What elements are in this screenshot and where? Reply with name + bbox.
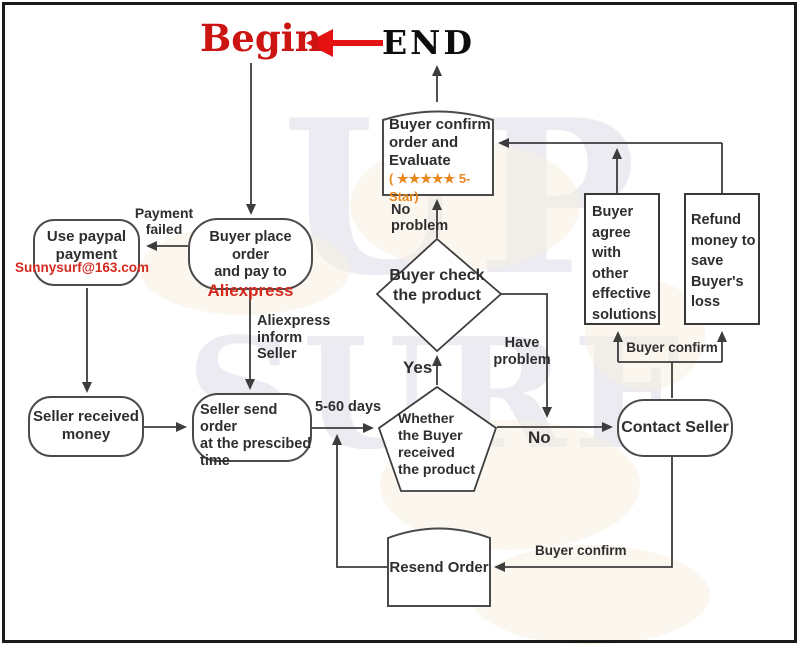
- flow-arrows: [82, 63, 727, 572]
- seller-send-label: Seller send order at the prescibed time: [200, 402, 312, 469]
- seller-received-node: [28, 396, 144, 457]
- resend-order-label: Resend Order: [389, 559, 489, 576]
- yes-label: Yes: [403, 358, 433, 377]
- seller-send-node: [192, 393, 312, 462]
- no-problem-label: No problem: [391, 202, 449, 234]
- refund-node: [684, 193, 760, 325]
- use-paypal-node: [33, 219, 140, 286]
- begin-arrow-icon: [306, 29, 383, 57]
- buyer-agree-node: [584, 193, 660, 325]
- buyer-check-label: Buyer check the product: [389, 267, 485, 304]
- contact-seller-label: Contact Seller: [621, 419, 729, 436]
- paypal-email: Sunnysurf@163.com: [15, 260, 149, 275]
- resend-order-shape: [387, 527, 491, 607]
- buyer-confirm-top-label: Buyer confirm: [626, 340, 718, 355]
- buyer-confirm-bottom-label: Buyer confirm: [535, 543, 627, 558]
- days-label: 5-60 days: [315, 399, 382, 415]
- whether-received-pentagon: [377, 385, 498, 492]
- seller-received-label: Seller received money: [33, 408, 139, 443]
- paper-patch: [470, 545, 710, 645]
- payment-failed-label: Payment failed: [134, 205, 194, 237]
- aliexpress-highlight: Aliexpress: [207, 280, 294, 300]
- buyer-agree-label: Buyer agree with other effective solutio…: [592, 204, 657, 323]
- evaluate-node-shape: [382, 110, 494, 196]
- buyer-place-label: Buyer place order and pay to Aliexpress: [190, 229, 311, 299]
- no-label: No: [528, 428, 551, 447]
- buyer-place-node: [188, 218, 313, 290]
- begin-title: Begin: [200, 16, 322, 60]
- evaluate-label: Buyer confirm order and Evaluate ( ★★★★★…: [389, 116, 493, 206]
- use-paypal-label: Use paypal payment: [46, 228, 127, 263]
- five-star-rating: ( ★★★★★ 5-Star): [389, 171, 471, 204]
- have-problem-label: Have problem: [493, 335, 551, 368]
- contact-seller-node: [617, 399, 733, 457]
- end-title: END: [382, 23, 475, 62]
- refund-label: Refund money to save Buyer's loss: [691, 212, 756, 310]
- buyer-check-diamond: [375, 237, 503, 353]
- whether-received-label: Whether the Buyer received the product: [398, 410, 475, 477]
- aliexpress-inform-label: Aliexpress inform Seller: [257, 313, 331, 362]
